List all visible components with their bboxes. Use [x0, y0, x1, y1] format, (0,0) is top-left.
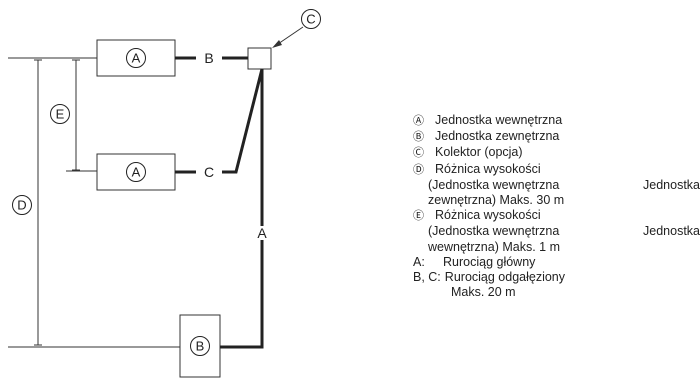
legend-d-detail-line1: (Jednostka wewnętrzna Jednostka	[413, 178, 700, 193]
legend-text-e: Różnica wysokości	[435, 208, 541, 223]
circle-label-b-outdoor: B	[196, 339, 205, 354]
pipe-label-a: A	[257, 225, 267, 241]
legend-item-b: Ⓑ Jednostka zewnętrzna	[413, 129, 700, 145]
legend-d-line1-left: (Jednostka wewnętrzna	[428, 177, 560, 192]
legend-text-c: Kolektor (opcja)	[435, 145, 523, 160]
legend-item-main-pipe: A: Rurociąg główny	[413, 255, 700, 270]
legend-text-d: Różnica wysokości	[435, 161, 541, 176]
legend-e-line1-left: (Jednostka wewnętrzna	[428, 224, 560, 239]
legend-key-main-pipe: A:	[413, 254, 425, 269]
legend-item-d: Ⓓ Różnica wysokości	[413, 162, 700, 178]
circle-label-a-top: A	[132, 51, 141, 66]
header-box	[247, 47, 272, 70]
legend-text-a: Jednostka wewnętrzna	[435, 113, 563, 127]
legend-item-a: Ⓐ Jednostka wewnętrzna	[413, 113, 700, 129]
pipe-c-right	[222, 68, 264, 174]
legend-item-branch-pipe: B, C: Rurociąg odgałęziony	[413, 270, 700, 285]
legend-key-e: Ⓔ	[413, 210, 424, 223]
arrowhead-icon	[272, 40, 282, 48]
pipe-a-lower	[220, 240, 264, 349]
circle-label-d: D	[17, 198, 26, 213]
piping-diagram: A A B C D E B C A	[8, 9, 321, 378]
circle-label-a-mid: A	[132, 165, 141, 180]
pipe-label-c: C	[204, 164, 214, 180]
legend-text-main-pipe: Rurociąg główny	[443, 254, 536, 269]
legend-d-line1-right: Jednostka	[643, 177, 700, 192]
legend: Ⓐ Jednostka wewnętrzna Ⓑ Jednostka zewnę…	[413, 113, 700, 300]
legend-key-c: Ⓒ	[413, 147, 424, 160]
circle-label-e: E	[56, 107, 65, 122]
legend-key-b: Ⓑ	[413, 131, 424, 144]
legend-text-branch-pipe: Rurociąg odgałęziony	[444, 270, 566, 285]
legend-branch-pipe-line2: Maks. 20 m	[451, 285, 516, 300]
legend-e-detail-line1: (Jednostka wewnętrzna Jednostka	[413, 224, 700, 239]
legend-text-b: Jednostka zewnętrzna	[435, 129, 560, 144]
outdoor-unit	[179, 314, 221, 378]
legend-key-branch-pipe: B, C:	[413, 270, 441, 285]
circle-label-c-header: C	[306, 12, 315, 27]
legend-key-a: Ⓐ	[413, 115, 424, 127]
pipe-label-b: B	[204, 50, 213, 66]
legend-item-e: Ⓔ Różnica wysokości	[413, 208, 700, 224]
legend-d-line2: zewnętrzna) Maks. 30 m	[428, 193, 565, 208]
legend-item-c: Ⓒ Kolektor (opcja)	[413, 145, 700, 161]
legend-e-line2: wewnętrzna) Maks. 1 m	[428, 239, 560, 254]
legend-key-d: Ⓓ	[413, 163, 424, 176]
legend-e-line1-right: Jednostka	[643, 224, 700, 239]
